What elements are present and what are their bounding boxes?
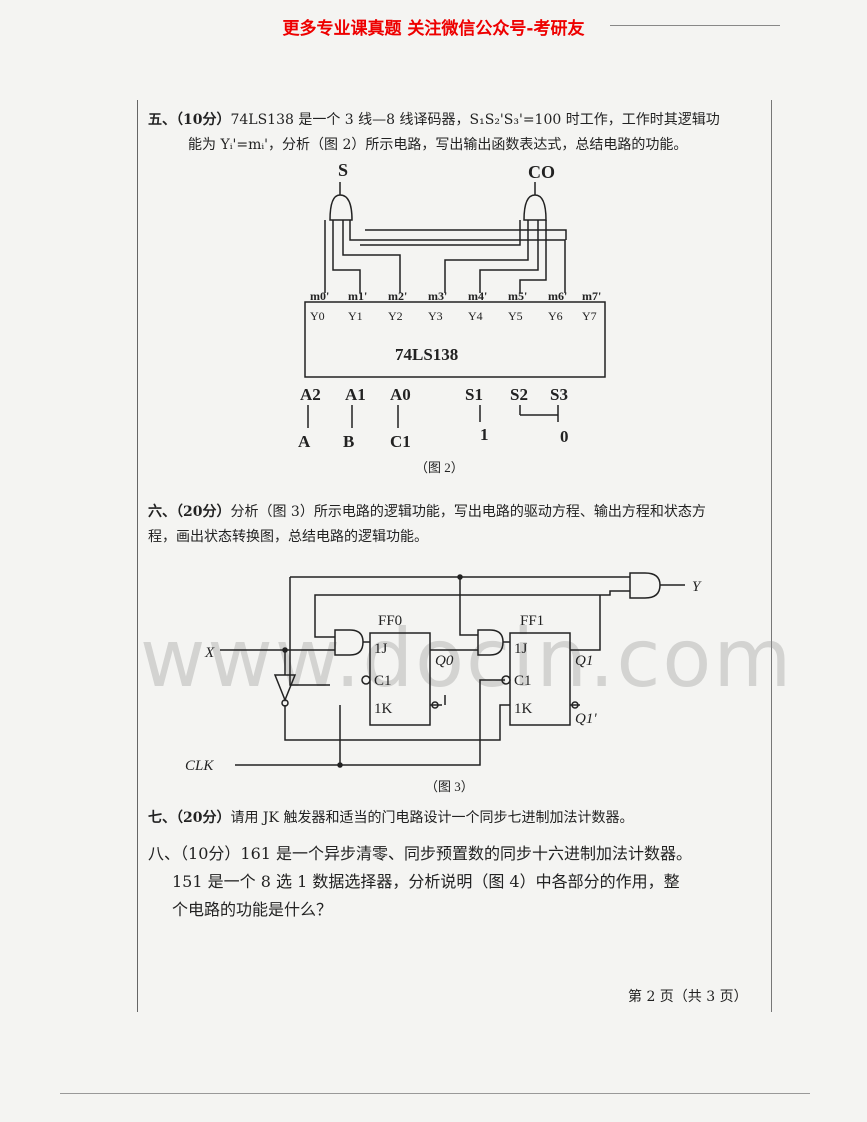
figure-2-caption: （图 2） bbox=[415, 460, 464, 475]
svg-text:m4': m4' bbox=[468, 289, 487, 303]
svg-text:m0': m0' bbox=[310, 289, 329, 303]
svg-text:1J: 1J bbox=[514, 641, 528, 657]
input-s: S bbox=[338, 160, 348, 180]
svg-text:Y2: Y2 bbox=[388, 309, 403, 323]
figure-3-jk-circuit: FF0 FF1 1J C1 1K 1J C1 1K X Y CLK Q0 Q1 Q1' （… bbox=[185, 572, 702, 794]
svg-text:CLK: CLK bbox=[185, 758, 214, 774]
svg-text:Y6: Y6 bbox=[548, 309, 563, 323]
svg-text:m5': m5' bbox=[508, 289, 527, 303]
chip-74ls138 bbox=[304, 301, 606, 378]
svg-text:1J: 1J bbox=[374, 641, 388, 657]
svg-text:S3: S3 bbox=[550, 385, 568, 404]
svg-text:FF0: FF0 bbox=[378, 613, 402, 629]
question-8: 八、（10分）161 是一个异步清零、同步预置数的同步十六进制加法计数器。 15… bbox=[148, 840, 758, 924]
q6-line1: 分析（图 3）所示电路的逻辑功能，写出电路的驱动方程、输出方程和状态方 bbox=[230, 504, 706, 520]
svg-text:C1: C1 bbox=[374, 673, 392, 689]
svg-text:m7': m7' bbox=[582, 289, 601, 303]
figure-2-decoder-circuit: S CO 74LS138 Y0 Y1 Y2 Y3 Y4 Y5 Y6 Y7 m0' m1' m2' m… bbox=[298, 160, 606, 475]
question-5: 五、（10分）74LS138 是一个 3 线—8 线译码器，S₁S₂'S₃'=1… bbox=[148, 108, 758, 158]
q6-number: 六、 bbox=[148, 504, 176, 520]
q7-text: 请用 JK 触发器和适当的门电路设计一个同步七进制加法计数器。 bbox=[230, 810, 634, 826]
nand-gate-co bbox=[523, 182, 547, 221]
svg-text:B: B bbox=[343, 432, 354, 451]
q8-line1: 161 是一个异步清零、同步预置数的同步十六进制加法计数器。 bbox=[240, 844, 693, 863]
svg-text:0: 0 bbox=[560, 427, 569, 446]
svg-text:A0: A0 bbox=[390, 385, 411, 404]
chip-label: 74LS138 bbox=[395, 345, 458, 364]
output-co: CO bbox=[528, 162, 555, 182]
promo-header: 更多专业课真题 关注微信公众号-考研友 bbox=[282, 19, 585, 39]
figure-3-caption: （图 3） bbox=[425, 779, 474, 794]
svg-text:1K: 1K bbox=[514, 701, 533, 717]
and-gate-y bbox=[629, 572, 661, 599]
watermark: www.docin.com bbox=[140, 612, 794, 705]
q8-line3: 个电路的功能是什么？ bbox=[172, 900, 333, 919]
svg-text:X: X bbox=[204, 645, 215, 661]
svg-text:Y3: Y3 bbox=[428, 309, 443, 323]
and-gate-ff0 bbox=[334, 629, 364, 656]
header-rule bbox=[610, 25, 780, 26]
q8-line2: 151 是一个 8 选 1 数据选择器，分析说明（图 4）中各部分的作用，整 bbox=[172, 872, 680, 891]
bottom-rule bbox=[60, 1093, 810, 1094]
svg-text:S1: S1 bbox=[465, 385, 483, 404]
q5-line2: 能为 Yᵢ'=mᵢ'，分析（图 2）所示电路，写出输出函数表达式，总结电路的功能… bbox=[188, 137, 688, 153]
svg-text:1K: 1K bbox=[374, 701, 393, 717]
q5-score: （10分） bbox=[176, 112, 231, 128]
svg-text:Y7: Y7 bbox=[582, 309, 597, 323]
svg-text:Q0: Q0 bbox=[435, 653, 454, 669]
svg-text:Y: Y bbox=[692, 579, 702, 595]
question-6: 六、（20分）分析（图 3）所示电路的逻辑功能，写出电路的驱动方程、输出方程和状… bbox=[148, 500, 758, 550]
svg-text:FF1: FF1 bbox=[520, 613, 544, 629]
svg-text:m1': m1' bbox=[348, 289, 367, 303]
svg-text:m3': m3' bbox=[428, 289, 447, 303]
nand-gate-s bbox=[329, 182, 353, 221]
page-frame bbox=[137, 100, 772, 1012]
svg-text:C1: C1 bbox=[390, 432, 411, 451]
page-number: 第 2 页（共 3 页） bbox=[628, 989, 748, 1005]
svg-text:Q1': Q1' bbox=[575, 711, 597, 727]
q6-line2: 程，画出状态转换图，总结电路的逻辑功能。 bbox=[148, 529, 428, 545]
svg-text:C1: C1 bbox=[514, 673, 532, 689]
svg-text:Y5: Y5 bbox=[508, 309, 523, 323]
svg-text:A: A bbox=[298, 432, 311, 451]
svg-text:Y4: Y4 bbox=[468, 309, 483, 323]
svg-text:m6': m6' bbox=[548, 289, 567, 303]
and-gate-ff1 bbox=[477, 629, 504, 656]
svg-text:A2: A2 bbox=[300, 385, 321, 404]
svg-text:S2: S2 bbox=[510, 385, 528, 404]
svg-text:Q1: Q1 bbox=[575, 653, 593, 669]
svg-text:Y0: Y0 bbox=[310, 309, 325, 323]
svg-text:m2': m2' bbox=[388, 289, 407, 303]
q5-number: 五、 bbox=[148, 112, 176, 128]
svg-text:A1: A1 bbox=[345, 385, 366, 404]
question-7: 七、（20分）请用 JK 触发器和适当的门电路设计一个同步七进制加法计数器。 bbox=[148, 810, 634, 826]
svg-text:1: 1 bbox=[480, 425, 489, 444]
q6-score: （20分） bbox=[176, 504, 231, 520]
q5-line1: 74LS138 是一个 3 线—8 线译码器，S₁S₂'S₃'=100 时工作，… bbox=[230, 112, 720, 128]
svg-text:Y1: Y1 bbox=[348, 309, 363, 323]
